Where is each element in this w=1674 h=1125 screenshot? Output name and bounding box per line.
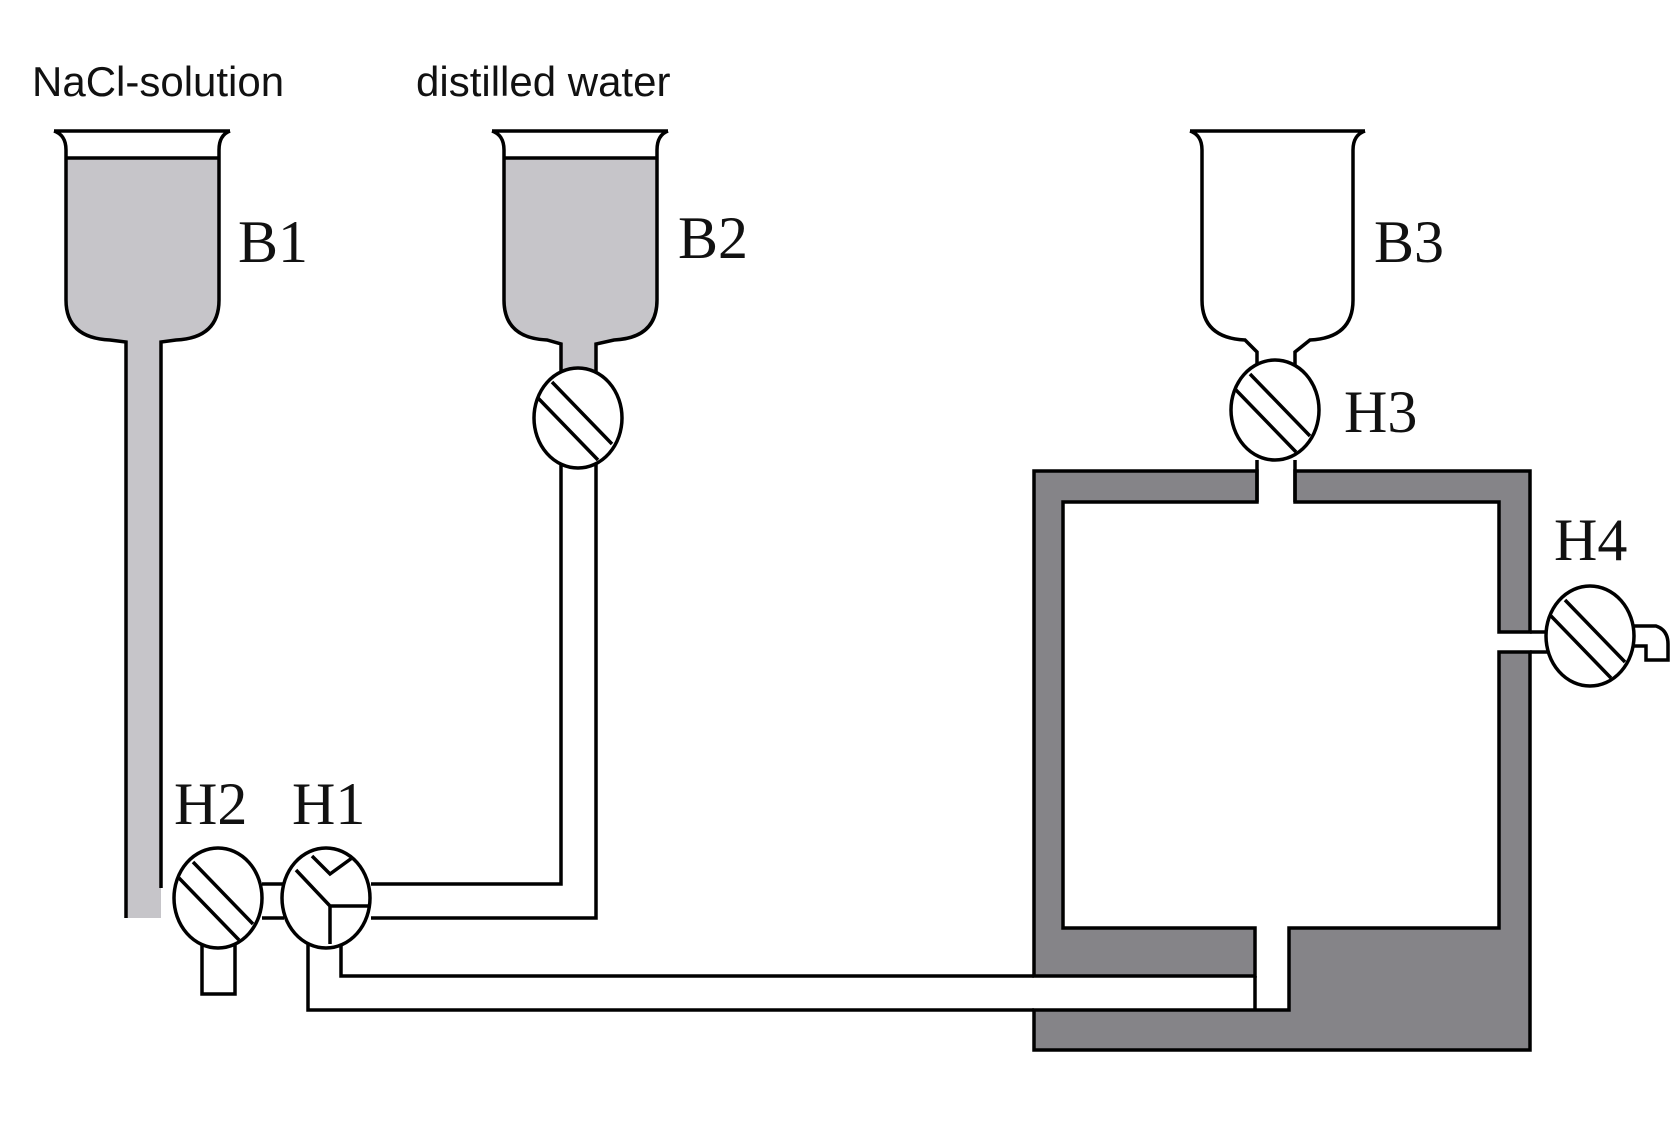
tube-h1-to-chamber-inner: [339, 944, 1034, 978]
label-distilled-water: distilled water: [416, 58, 670, 105]
tube-h3-to-chamber: [1255, 460, 1297, 502]
label-nacl-solution: NaCl-solution: [32, 58, 284, 105]
tube-h1-to-chamber-outer: [306, 944, 1257, 1012]
beaker-b2-outline: [491, 129, 669, 372]
chamber: [1032, 469, 1532, 1052]
valve-h2[interactable]: [172, 846, 264, 950]
beaker-b2-liquid: [504, 158, 657, 372]
valve-h1[interactable]: [280, 846, 372, 950]
label-b2: B2: [678, 205, 748, 271]
beaker-b3-outline: [1189, 129, 1366, 366]
label-h4: H4: [1554, 507, 1627, 573]
chamber-wall: [1032, 469, 1532, 1052]
valve-b2[interactable]: [532, 366, 624, 470]
h4-spout: [1620, 624, 1670, 662]
beaker-b2: [491, 129, 669, 372]
beaker-b1: [53, 129, 231, 918]
valve-h4[interactable]: [1544, 584, 1636, 688]
label-h3: H3: [1344, 379, 1417, 445]
beaker-b3: [1189, 129, 1366, 366]
valve-h3[interactable]: [1229, 358, 1321, 462]
beaker-b1-liquid: [66, 158, 219, 918]
label-b1: B1: [238, 209, 308, 275]
label-b3: B3: [1374, 209, 1444, 275]
label-h2: H2: [174, 771, 247, 837]
tube-b2-to-h1: [371, 464, 598, 920]
label-h1: H1: [292, 771, 365, 837]
beaker-b1-outline: [53, 129, 231, 918]
tube-h2-h1: [262, 882, 284, 920]
drain-tube-h2: [200, 944, 237, 996]
